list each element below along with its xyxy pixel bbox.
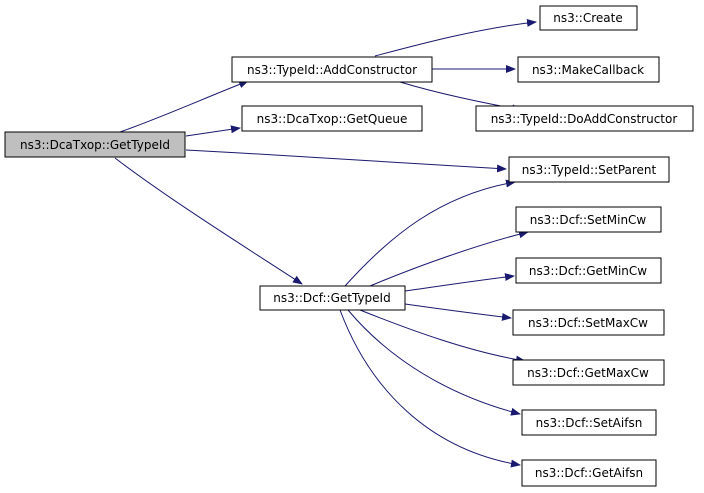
node-dcf-get-type-id[interactable]: ns3::Dcf::GetTypeId	[259, 285, 406, 311]
node-label: ns3::Dcf::GetTypeId	[273, 291, 390, 305]
edge-root-to-add-constructor	[119, 80, 249, 133]
node-label: ns3::MakeCallback	[532, 63, 644, 77]
node-set-min-cw[interactable]: ns3::Dcf::SetMinCw	[515, 206, 662, 233]
node-make-callback[interactable]: ns3::MakeCallback	[517, 56, 660, 83]
node-label: ns3::Dcf::SetAifsn	[536, 416, 643, 430]
node-label: ns3::Dcf::SetMinCw	[530, 213, 647, 227]
node-set-max-cw[interactable]: ns3::Dcf::SetMaxCw	[512, 309, 665, 336]
node-set-parent[interactable]: ns3::TypeId::SetParent	[508, 156, 670, 183]
edge-layer	[114, 18, 537, 468]
edge-dcf-to-set-parent	[344, 179, 516, 287]
edge-dcf-to-set-max-cw	[404, 303, 512, 321]
node-set-aifsn[interactable]: ns3::Dcf::SetAifsn	[521, 409, 657, 436]
edge-dcf-to-set-aifsn	[347, 309, 521, 416]
node-root[interactable]: ns3::DcaTxop::GetTypeId	[4, 131, 186, 158]
node-get-max-cw[interactable]: ns3::Dcf::GetMaxCw	[512, 359, 665, 386]
node-label: ns3::Dcf::GetAifsn	[535, 466, 643, 480]
edge-root-to-dcf-get-type-id	[114, 157, 303, 285]
edge-root-to-get-queue	[185, 125, 241, 137]
node-get-queue[interactable]: ns3::DcaTxop::GetQueue	[241, 105, 423, 132]
node-get-aifsn[interactable]: ns3::Dcf::GetAifsn	[521, 459, 657, 487]
node-label: ns3::TypeId::DoAddConstructor	[491, 112, 678, 126]
node-label: ns3::Dcf::GetMinCw	[529, 264, 647, 278]
edge-dcf-to-get-min-cw	[404, 273, 515, 292]
node-add-constructor[interactable]: ns3::TypeId::AddConstructor	[231, 56, 433, 83]
node-get-min-cw[interactable]: ns3::Dcf::GetMinCw	[515, 257, 662, 284]
node-create[interactable]: ns3::Create	[539, 5, 638, 31]
edge-dcf-to-set-min-cw	[369, 230, 529, 287]
node-label: ns3::TypeId::SetParent	[522, 163, 657, 177]
node-label: ns3::DcaTxop::GetTypeId	[20, 138, 170, 152]
node-do-add-constructor[interactable]: ns3::TypeId::DoAddConstructor	[475, 105, 694, 132]
node-label: ns3::DcaTxop::GetQueue	[257, 112, 408, 126]
edge-dcf-to-get-aifsn	[339, 309, 521, 468]
node-label: ns3::TypeId::AddConstructor	[247, 63, 417, 77]
node-label: ns3::Dcf::SetMaxCw	[528, 316, 648, 330]
edge-dcf-to-get-max-cw	[359, 309, 526, 364]
edge-root-to-set-parent	[185, 149, 507, 173]
node-label: ns3::Create	[553, 11, 622, 25]
node-label: ns3::Dcf::GetMaxCw	[527, 366, 649, 380]
edge-add-constructor-to-create	[374, 18, 537, 57]
